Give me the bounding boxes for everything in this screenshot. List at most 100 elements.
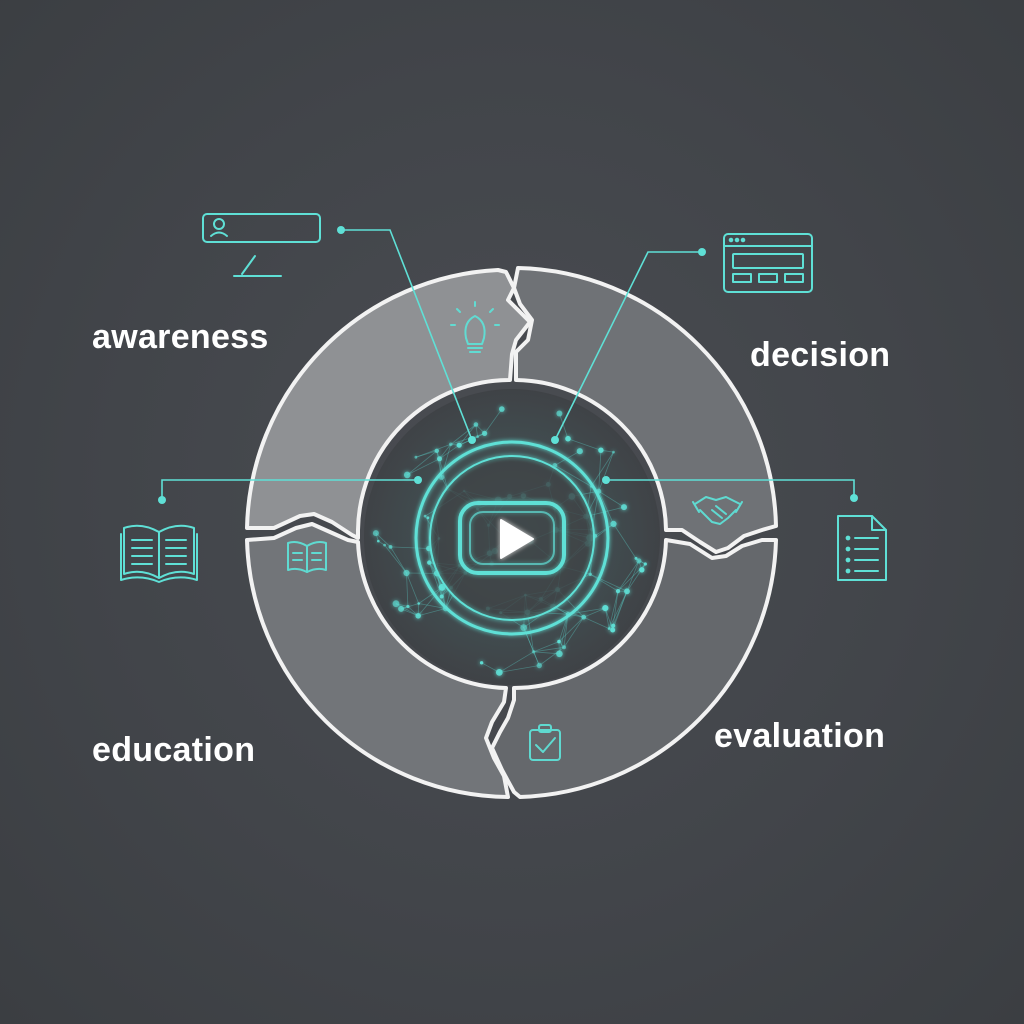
network-edge [612,591,628,631]
network-node [476,435,479,439]
stage-label-evaluation: evaluation [714,717,886,755]
play-frame [458,501,566,575]
network-node [610,627,616,633]
network-edge [439,458,448,489]
stage-label-awareness: awareness [92,318,269,356]
book-icon [287,541,327,573]
document-list-icon [837,515,887,581]
connector-dot [698,248,706,256]
segment-awareness[interactable] [245,268,532,540]
network-node [427,560,432,565]
network-edge [406,572,409,607]
network-edge [598,490,625,508]
network-node [611,623,616,628]
connector-lines [161,229,855,500]
network-node [624,588,630,595]
network-node [531,650,536,654]
segment-decision[interactable] [512,266,778,554]
network-node [398,605,405,612]
network-node [479,661,484,665]
lightbulb-icon [450,301,500,353]
network-edge [598,450,602,492]
network-node [388,545,393,549]
network-node [426,516,430,520]
connector-dot [602,476,610,484]
network-edge [552,606,584,618]
network-node [423,514,427,518]
network-node [499,406,505,412]
network-edge [612,591,628,626]
network-edge [436,573,446,609]
network-edge [533,651,560,655]
network-edge [407,458,440,476]
network-node [610,520,617,528]
network-edge [499,651,534,673]
network-edge [450,424,477,445]
connector-dot [468,436,476,444]
network-edge [533,646,565,653]
network-edge [439,444,460,460]
network-edge [583,616,610,629]
network-edge [598,491,614,525]
network-node [403,471,411,479]
handshake-icon [692,496,743,525]
network-edge [427,517,430,549]
network-node [607,627,611,630]
network-node [403,569,410,577]
network-edge [626,560,640,592]
center-outer-ring [414,440,610,636]
network-edge [589,573,619,592]
connector-dots [158,226,858,504]
network-node [456,442,462,448]
network-node [414,455,418,459]
network-edge [499,665,540,673]
network-edge [612,591,619,626]
network-edge [604,608,610,629]
connector-dot [850,494,858,502]
network-node [588,572,592,576]
network-edge [559,413,569,439]
network-node [634,556,638,560]
network-edge [583,607,606,618]
network-edge [554,465,592,487]
network-node [473,422,479,427]
network-edge [417,587,443,617]
network-node [562,645,566,650]
network-node [438,583,446,591]
network-node [598,447,604,453]
ring-segments [245,266,778,799]
network-edge [436,573,443,597]
network-edge [539,646,565,666]
network-edge [590,573,628,592]
network-node [406,604,410,609]
network-node [556,410,563,417]
browser-window-icon [723,233,813,293]
network-edge [439,444,452,460]
network-edge [563,616,585,648]
video-play-icon[interactable] [414,440,610,636]
network-node [602,605,609,612]
network-node [377,539,380,543]
connector-dot [414,476,422,484]
network-node [415,613,422,619]
network-node [372,530,379,537]
search-bar-icon [202,213,321,277]
network-edge [424,509,435,517]
network-node [643,562,647,566]
network-node [495,669,503,676]
network-node [383,543,386,547]
network-edge [484,408,503,434]
segment-education[interactable] [245,522,510,799]
network-edge [608,591,628,629]
stage-label-education: education [92,731,256,769]
network-edge [563,614,569,648]
network-node [437,456,442,462]
connector-dot [551,436,559,444]
network-edge [613,523,637,559]
network-edge [415,443,451,458]
network-edge [558,616,584,642]
network-edge [533,641,560,653]
network-node [639,567,645,573]
